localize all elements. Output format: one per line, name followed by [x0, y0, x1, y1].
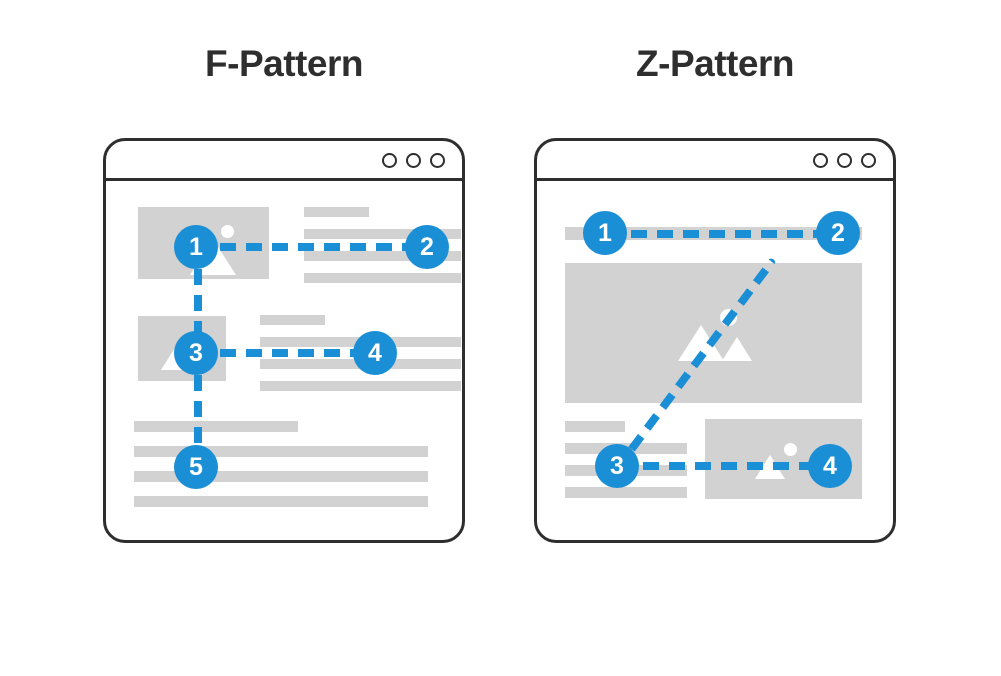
browser-window-f-pattern: 1 2 3 4 5 [103, 138, 465, 543]
browser-window-z-pattern: 1 2 3 4 [534, 138, 896, 543]
text-line [565, 421, 625, 432]
browser-titlebar [106, 141, 462, 181]
text-line [134, 421, 298, 432]
text-line [304, 229, 461, 239]
step-marker-4[interactable]: 4 [353, 331, 397, 375]
step-marker-2[interactable]: 2 [816, 211, 860, 255]
flow-line-1-to-3 [194, 243, 202, 353]
text-line [304, 251, 461, 261]
text-line [565, 487, 687, 498]
text-line [134, 496, 428, 507]
window-dot-icon-2[interactable] [406, 153, 421, 168]
page-viewport: 1 2 3 4 [537, 181, 893, 540]
window-controls [382, 153, 445, 168]
step-marker-1[interactable]: 1 [174, 225, 218, 269]
text-line [304, 273, 461, 283]
flow-line-3-to-4 [617, 462, 830, 470]
browser-titlebar [537, 141, 893, 181]
mountain-icon-hero-small [722, 337, 752, 361]
flow-line-3-to-4 [194, 349, 374, 357]
sun-icon-bottom [784, 443, 797, 456]
window-controls [813, 153, 876, 168]
flow-line-1-to-2 [605, 230, 826, 238]
window-dot-icon-1[interactable] [813, 153, 828, 168]
sun-icon-row1 [221, 225, 234, 238]
flow-line-1-to-2 [194, 243, 426, 251]
window-dot-icon-3[interactable] [861, 153, 876, 168]
window-dot-icon-3[interactable] [430, 153, 445, 168]
text-line [260, 381, 461, 391]
text-line [134, 471, 428, 482]
step-marker-1[interactable]: 1 [583, 211, 627, 255]
page-title-z-pattern: Z-Pattern [636, 43, 794, 84]
text-line [304, 207, 369, 217]
step-marker-3[interactable]: 3 [595, 444, 639, 488]
step-marker-5[interactable]: 5 [174, 445, 218, 489]
text-line [260, 315, 325, 325]
step-marker-3[interactable]: 3 [174, 331, 218, 375]
window-dot-icon-2[interactable] [837, 153, 852, 168]
step-marker-4[interactable]: 4 [808, 444, 852, 488]
step-marker-2[interactable]: 2 [405, 225, 449, 269]
window-dot-icon-1[interactable] [382, 153, 397, 168]
flow-line-3-to-5 [194, 349, 202, 463]
page-viewport: 1 2 3 4 5 [106, 181, 462, 540]
text-line [134, 446, 428, 457]
page-title-f-pattern: F-Pattern [205, 43, 363, 84]
